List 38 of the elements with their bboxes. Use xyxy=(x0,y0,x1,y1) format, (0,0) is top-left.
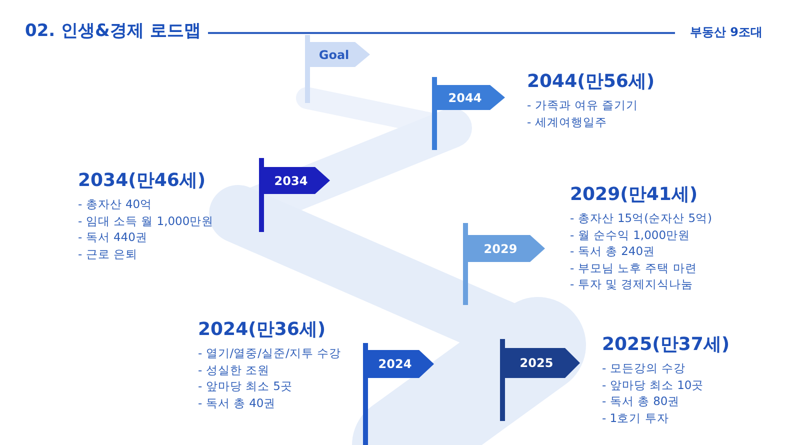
list-item: - 부모님 노후 주택 마련 xyxy=(570,260,697,274)
list-item: - 열기/열중/실준/지투 수강 xyxy=(198,346,342,360)
list-item: - 독서 총 80권 xyxy=(602,394,680,408)
flag xyxy=(305,35,370,103)
list-item: - 앞마당 최소 10곳 xyxy=(602,378,704,392)
flag-label: 2025 xyxy=(520,356,554,370)
milestone-heading: 2025(만37세) xyxy=(602,334,730,356)
flag-label: 2029 xyxy=(484,242,518,256)
list-item: - 성실한 조원 xyxy=(198,362,270,376)
milestone-heading: 2024(만36세) xyxy=(198,319,326,341)
list-item: - 1호기 투자 xyxy=(602,410,669,424)
flag xyxy=(363,343,434,445)
flag xyxy=(259,158,330,232)
list-item: - 투자 및 경제지식나눔 xyxy=(570,277,694,291)
list-item: - 근로 은퇴 xyxy=(78,246,138,260)
flag xyxy=(500,339,580,421)
list-item: - 임대 소득 월 1,000만원 xyxy=(78,214,214,228)
header-text: 부동산 9조대 xyxy=(690,24,763,40)
list-item: - 모든강의 수강 xyxy=(602,361,686,375)
list-item: - 세계여행일주 xyxy=(527,114,607,128)
list-item: - 총자산 15억(순자산 5억) xyxy=(570,211,712,225)
list-item: - 독서 총 240권 xyxy=(570,244,656,258)
flag-label: Goal xyxy=(318,48,350,62)
flag xyxy=(463,223,545,305)
list-item: - 월 순수익 1,000만원 xyxy=(570,228,690,242)
list-item: - 독서 440권 xyxy=(78,230,148,244)
list-item: - 가족과 여유 즐기기 xyxy=(527,98,638,112)
flag xyxy=(432,77,505,150)
flag-label: 2044 xyxy=(448,90,482,104)
milestone-heading: 2044(만56세) xyxy=(527,71,655,93)
milestone-heading: 2029(만41세) xyxy=(570,184,698,206)
flag-label: 2034 xyxy=(274,174,308,188)
flag-label: 2024 xyxy=(378,357,412,371)
page-title: 02. 인생&경제 로드맵 xyxy=(25,20,201,42)
list-item: - 독서 총 40권 xyxy=(198,396,276,410)
list-item: - 앞마당 최소 5곳 xyxy=(198,379,292,393)
list-item: - 총자산 40억 xyxy=(78,197,152,211)
milestone-heading: 2034(만46세) xyxy=(78,170,206,192)
